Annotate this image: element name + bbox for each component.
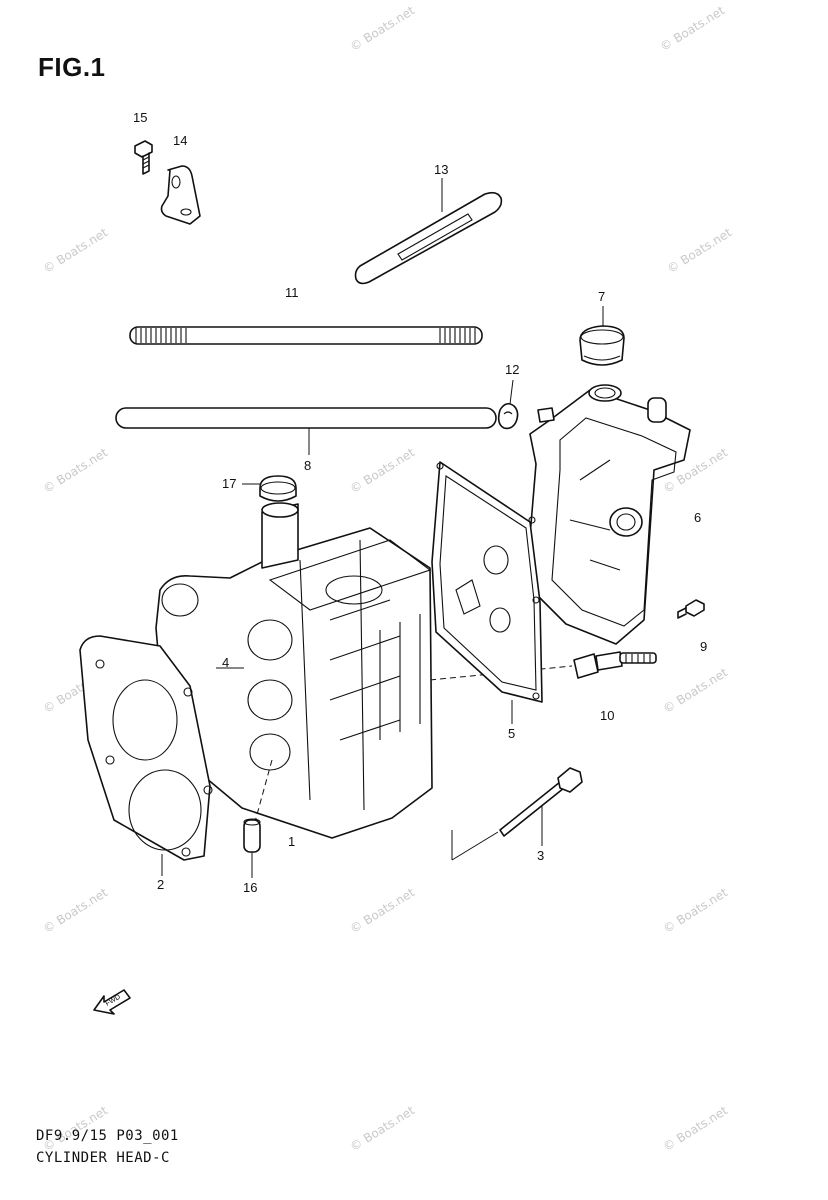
part-10-spark-plug — [429, 651, 657, 681]
fwd-arrow-icon: FWD — [93, 989, 131, 1015]
callout-14: 14 — [173, 133, 188, 148]
part-6-head-cover — [525, 384, 691, 645]
callout-13: 13 — [434, 162, 449, 177]
section-title: CYLINDER HEAD-C — [36, 1150, 170, 1166]
callout-10: 10 — [600, 708, 615, 723]
part-2-head-gasket — [79, 635, 213, 876]
callout-17: 17 — [222, 476, 237, 491]
callout-1: 1 — [288, 834, 296, 849]
part-16-dowel-pin — [243, 818, 261, 878]
callout-12: 12 — [505, 362, 520, 377]
callout-3: 3 — [537, 848, 545, 863]
part-9-bolt — [677, 599, 705, 619]
callout-5: 5 — [508, 726, 516, 741]
callout-7: 7 — [598, 289, 606, 304]
callout-15: 15 — [133, 110, 148, 125]
part-8-tube — [115, 407, 497, 455]
diagram-code: DF9.9/15 P03_001 — [36, 1128, 179, 1144]
part-14-bracket — [160, 165, 201, 225]
callout-9: 9 — [700, 639, 708, 654]
part-15-bolt — [134, 140, 153, 175]
part-7-cap — [579, 306, 625, 366]
part-17-plug — [242, 475, 297, 502]
part-13-lever — [354, 178, 503, 285]
callout-11: 11 — [285, 285, 299, 300]
part-1-cylinder-head — [155, 502, 433, 841]
part-5-gasket — [431, 461, 543, 724]
callout-2: 2 — [157, 877, 165, 892]
part-12-clip — [497, 379, 519, 430]
figure-title: FIG.1 — [38, 52, 106, 82]
callout-16: 16 — [243, 880, 258, 895]
part-3-long-bolt — [451, 767, 583, 861]
callout-6: 6 — [694, 510, 702, 525]
part-11-rod — [129, 326, 483, 345]
callout-4: 4 — [222, 655, 230, 670]
callout-8: 8 — [304, 458, 312, 473]
